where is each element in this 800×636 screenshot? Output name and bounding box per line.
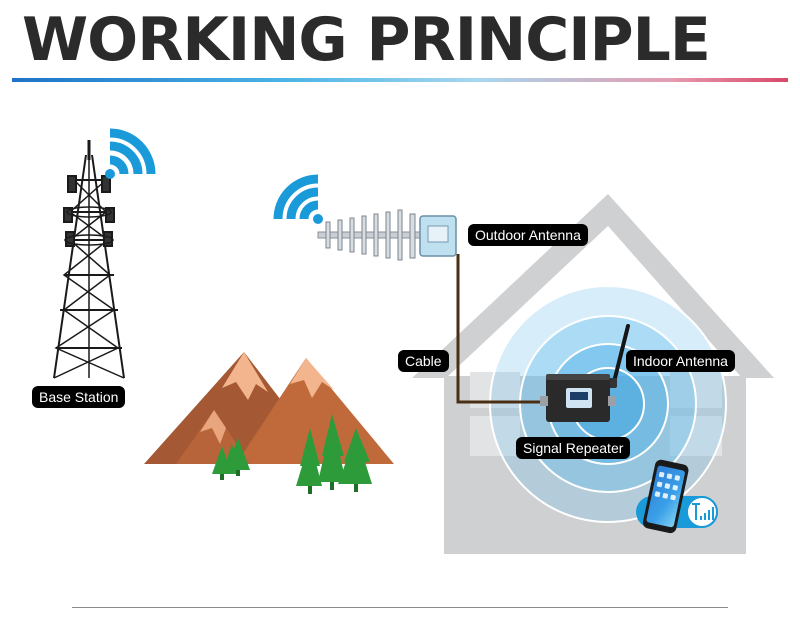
label-base-station: Base Station	[32, 386, 126, 408]
label-indoor-antenna: Indoor Antenna	[626, 350, 735, 372]
wifi-signal-icon	[273, 174, 323, 224]
yagi-antenna-icon	[317, 209, 457, 261]
cell-tower-icon	[53, 140, 125, 379]
label-cable: Cable	[398, 350, 449, 372]
cable	[456, 254, 548, 404]
signal-bars-icon	[692, 503, 714, 520]
wifi-signal-icon	[105, 128, 156, 179]
label-outdoor-antenna: Outdoor Antenna	[468, 224, 588, 246]
label-signal-repeater: Signal Repeater	[516, 437, 631, 459]
trees	[212, 414, 372, 494]
bottom-divider	[72, 607, 728, 608]
page-title: WORKING PRINCIPLE	[22, 5, 711, 75]
repeater-device-icon	[540, 374, 616, 422]
indoor-antenna-icon	[608, 324, 630, 388]
title-underline	[12, 78, 788, 82]
